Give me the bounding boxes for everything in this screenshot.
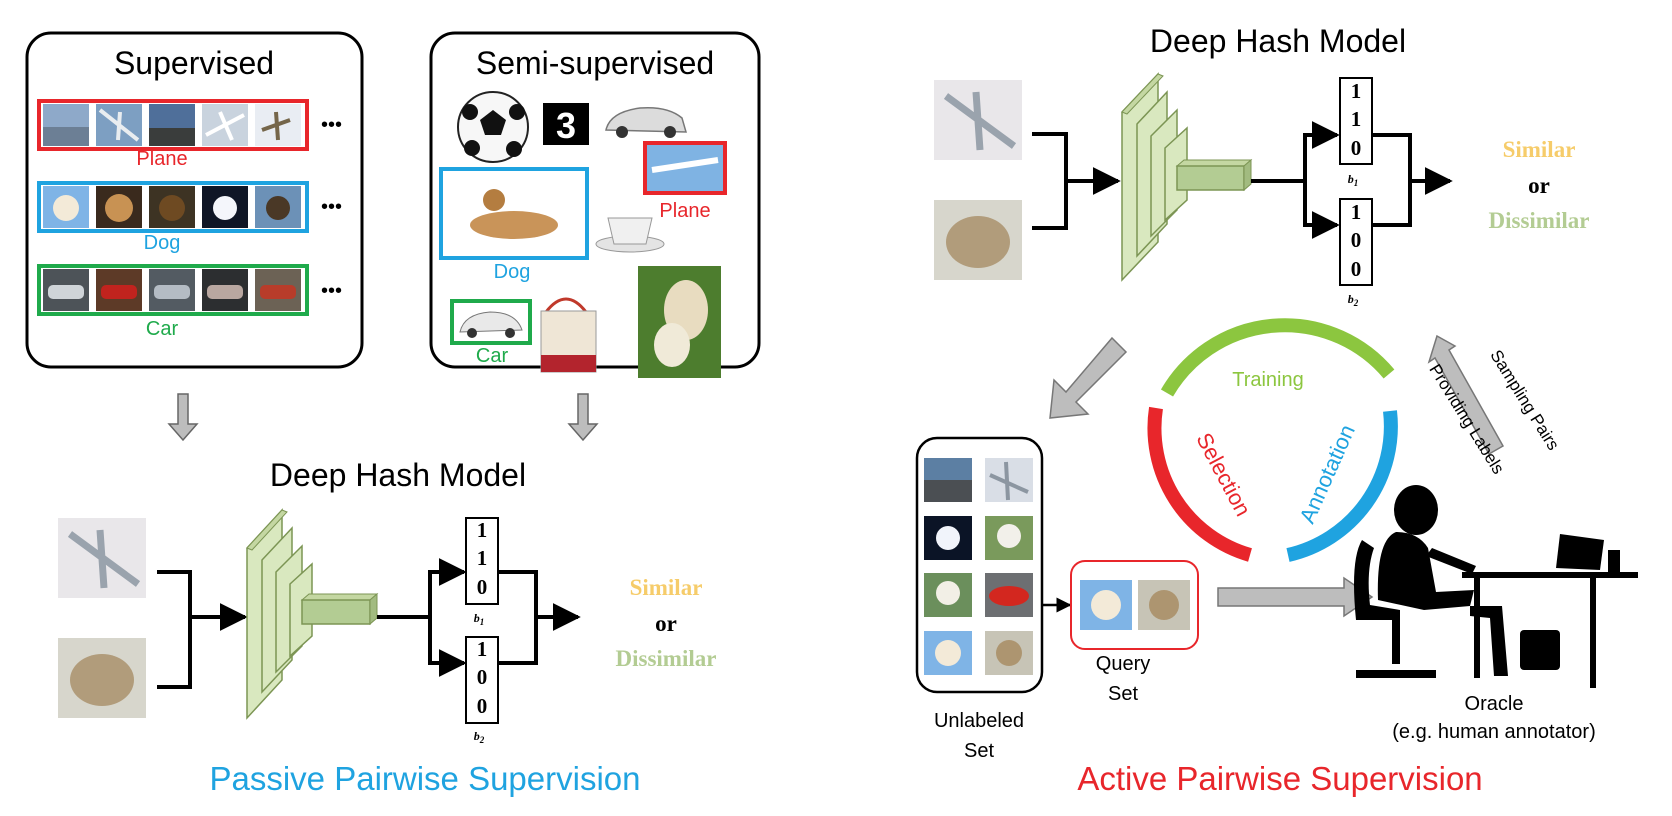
unlabeled-set-label-line2: Set (964, 740, 994, 762)
active-model-title: Deep Hash Model (1150, 23, 1406, 59)
active-code-b1-bit1: 1 (1351, 79, 1362, 103)
passive-caption: Passive Pairwise Supervision (209, 760, 640, 797)
dog-row-ellipsis: ••• (321, 196, 342, 218)
dogs-photo-image (638, 266, 721, 378)
passive-code-b2-box (465, 636, 499, 724)
car-row-ellipsis: ••• (321, 280, 342, 302)
annotation-label: Annotation (1294, 421, 1360, 527)
active-branch-up (1303, 121, 1340, 181)
tote-bag-image (540, 297, 597, 373)
plane-image-row (37, 99, 309, 151)
passive-input-cat-image (58, 638, 146, 718)
active-code-b1-label: b1 (1348, 172, 1359, 188)
passive-branch-down (428, 617, 467, 677)
active-branch-down (1303, 181, 1340, 239)
plane-row-ellipsis: ••• (321, 114, 342, 136)
plane-class-label: Plane (136, 148, 187, 170)
active-code-b2-bit1: 1 (1351, 200, 1362, 224)
active-code-b1-box (1339, 77, 1373, 165)
passive-code-bracket (498, 570, 538, 665)
passive-code-b1-box (465, 517, 499, 605)
dog-class-label: Dog (144, 232, 181, 254)
passive-code-b2-bit2: 0 (477, 665, 488, 689)
car-image-row (37, 264, 309, 316)
passive-code-b1-bit1: 1 (477, 518, 488, 542)
passive-input-bracket (157, 570, 192, 689)
selection-arc (1147, 406, 1252, 562)
active-caption: Active Pairwise Supervision (1077, 760, 1482, 797)
query-images (1080, 580, 1190, 630)
oracle-label-line1: Oracle (1465, 693, 1524, 715)
oracle-to-model-arrow (1427, 334, 1505, 456)
unlabeled-images-grid (924, 458, 1033, 675)
training-arc (1160, 318, 1395, 397)
semi-car-label: Car (476, 345, 509, 367)
query-set-label-line1: Query (1096, 653, 1150, 675)
cup-image (595, 217, 665, 253)
dog-image-row (37, 181, 309, 233)
active-code-b2-bit3: 0 (1351, 257, 1362, 281)
passive-input-plane-image (58, 518, 146, 598)
oracle-silhouette-image (1354, 485, 1638, 688)
query-set-label-line2: Set (1108, 683, 1138, 705)
active-similar-label: Similar (1503, 137, 1576, 162)
active-cnn-block (1121, 72, 1253, 282)
digit-image (543, 103, 589, 145)
passive-code-b1-bit2: 1 (477, 546, 488, 570)
passive-dissimilar-label: Dissimilar (616, 646, 717, 671)
soccer-ball-image (457, 91, 529, 163)
passive-cnn-block (246, 508, 379, 720)
semi-supervised-title: Semi-supervised (476, 45, 714, 81)
semi-dog-label: Dog (494, 261, 531, 283)
active-code-b1-bit3: 0 (1351, 136, 1362, 160)
down-arrow-supervised (167, 393, 199, 442)
passive-code-b2-label: b2 (474, 729, 485, 745)
active-code-b2-label: b2 (1348, 292, 1359, 308)
semi-plane-label: Plane (659, 200, 710, 222)
active-input-plane-image (934, 80, 1022, 160)
semi-car-labeled-image (450, 299, 532, 345)
down-arrow-semi (567, 393, 599, 442)
query-to-oracle-arrow (1217, 576, 1374, 618)
providing-labels-label: Providing Labels (1425, 361, 1508, 478)
active-code-b2-bit2: 0 (1351, 228, 1362, 252)
semi-dog-image (439, 167, 589, 260)
passive-or-label: or (655, 611, 677, 636)
oracle-label-line2: (e.g. human annotator) (1392, 721, 1595, 743)
passive-similar-label: Similar (630, 575, 703, 600)
passive-code-b1-label: b1 (474, 611, 485, 627)
passive-code-b2-bit3: 0 (477, 694, 488, 718)
active-code-bracket (1372, 133, 1412, 227)
selection-label: Selection (1191, 429, 1256, 521)
semi-car-image (605, 106, 688, 138)
training-label: Training (1232, 369, 1304, 391)
passive-code-b1-bit3: 0 (477, 575, 488, 599)
unlabeled-set-label-line1: Unlabeled (934, 710, 1024, 732)
active-code-b1-bit2: 1 (1351, 107, 1362, 131)
active-dissimilar-label: Dissimilar (1489, 208, 1590, 233)
active-or-label: or (1528, 173, 1550, 198)
model-to-unlabeled-arrow (1049, 336, 1128, 419)
active-input-cat-image (934, 200, 1022, 280)
car-class-label: Car (146, 318, 179, 340)
supervised-title: Supervised (114, 45, 274, 81)
digit-image-glyph: 3 (556, 105, 576, 146)
active-code-b2-box (1339, 198, 1373, 286)
passive-model-title: Deep Hash Model (270, 457, 526, 493)
semi-plane-image (643, 141, 727, 195)
passive-branch-up (428, 558, 467, 617)
passive-code-b2-bit1: 1 (477, 637, 488, 661)
annotation-arc (1286, 410, 1398, 562)
active-input-bracket (1032, 132, 1068, 230)
